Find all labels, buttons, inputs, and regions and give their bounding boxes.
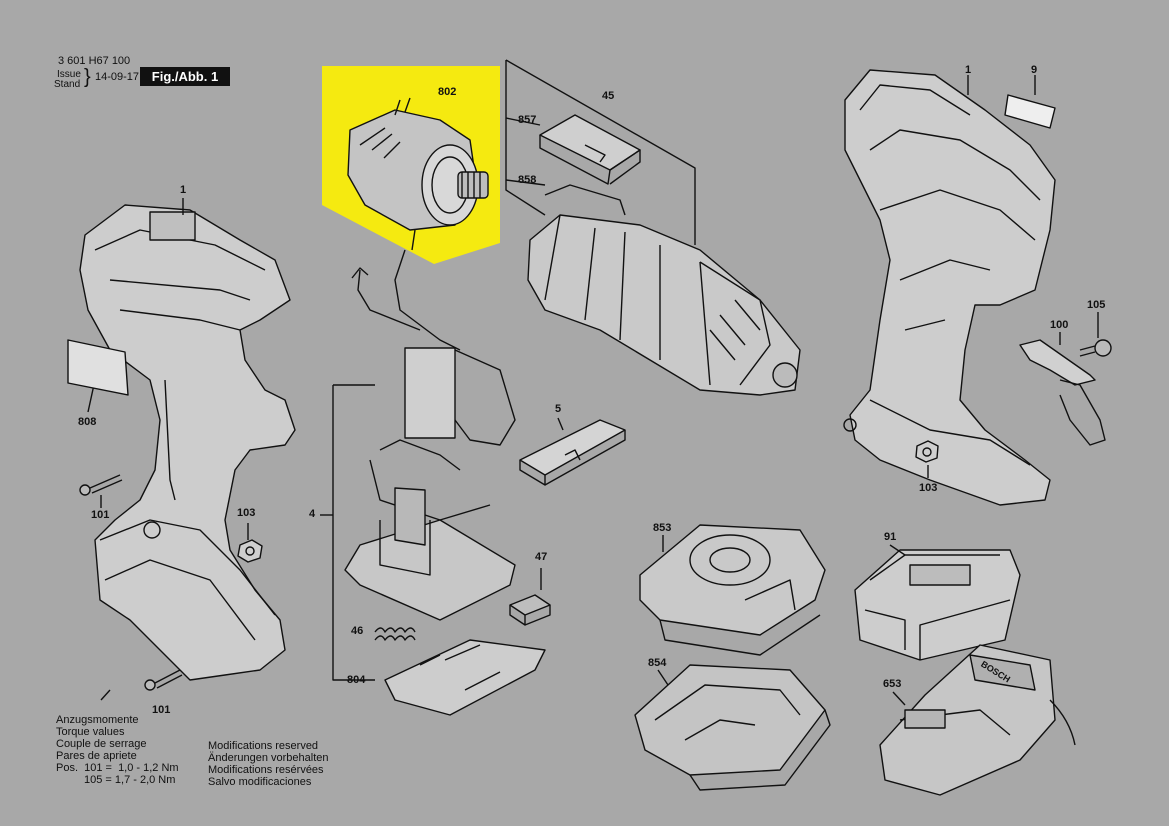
torque-note-line2: Torque values — [56, 726, 125, 738]
base-plate-804[interactable] — [384, 639, 546, 716]
battery-adapter-854[interactable] — [634, 664, 831, 791]
label-9[interactable] — [1004, 94, 1056, 129]
housing-right-1[interactable] — [843, 69, 1056, 506]
part-label-101-upper: 101 — [91, 509, 110, 521]
torque-note-line4: Pares de apriete — [56, 750, 137, 762]
modification-note-line4: Salvo modificaciones — [208, 776, 312, 788]
modification-note-line1: Modifications reserved — [208, 740, 319, 752]
torque-note-line6: 105 = 1,7 - 2,0 Nm — [84, 774, 176, 786]
issue-label: Issue — [57, 69, 81, 80]
label-plate-808[interactable] — [67, 339, 129, 396]
part-label-105: 105 — [1087, 299, 1106, 311]
screw-101-upper[interactable] — [79, 474, 123, 496]
part-label-4: 4 — [309, 508, 316, 520]
torque-note-line1: Anzugsmomente — [56, 714, 139, 726]
part-label-103-left: 103 — [237, 507, 256, 519]
belt-clip-100[interactable] — [1019, 339, 1106, 446]
nut-103-left[interactable] — [237, 539, 263, 563]
housing-left-1[interactable] — [79, 204, 296, 681]
slide-part-5[interactable] — [519, 419, 626, 486]
part-label-1-left: 1 — [180, 184, 187, 196]
part-label-653: 653 — [883, 678, 902, 690]
part-label-100: 100 — [1050, 319, 1069, 331]
part-label-5: 5 — [555, 403, 562, 415]
part-label-9: 9 — [1031, 64, 1038, 76]
gearbox-chuck-45[interactable] — [527, 184, 801, 396]
torque-note-line5: Pos. 101 = 1,0 - 1,2 Nm — [56, 762, 179, 774]
part-label-1-right: 1 — [965, 64, 972, 76]
battery-adapter-853[interactable] — [639, 524, 826, 656]
screw-101-lower[interactable] — [144, 669, 183, 691]
part-label-808: 808 — [78, 416, 97, 428]
part-label-804: 804 — [347, 674, 366, 686]
torque-note-line3: Couple de serrage — [56, 738, 147, 750]
spring-46[interactable] — [374, 627, 416, 641]
part-label-47: 47 — [535, 551, 548, 563]
part-label-103-right: 103 — [919, 482, 938, 494]
stand-label: Stand — [54, 79, 81, 90]
screw-105[interactable] — [1079, 339, 1112, 357]
slide-switch-857[interactable] — [539, 114, 641, 185]
part-label-853: 853 — [653, 522, 672, 534]
part-label-857: 857 — [518, 114, 537, 126]
part-label-101-lower: 101 — [152, 704, 171, 716]
issue-date: 14-09-17 — [95, 71, 140, 83]
part-label-46: 46 — [351, 625, 364, 637]
document-number: 3 601 H67 100 — [58, 55, 131, 67]
nut-103-right[interactable] — [915, 440, 939, 463]
modification-note-line2: Änderungen vorbehalten — [208, 752, 329, 764]
part-label-91: 91 — [884, 531, 897, 543]
date-brace: } — [84, 66, 91, 88]
pad-47[interactable] — [509, 594, 551, 626]
charger-653[interactable] — [879, 644, 1076, 796]
part-label-802: 802 — [438, 86, 457, 98]
motor-802[interactable] — [347, 97, 489, 251]
switch-assembly-4[interactable] — [344, 249, 516, 621]
battery-91[interactable] — [854, 549, 1021, 661]
part-label-858: 858 — [518, 174, 537, 186]
part-label-854: 854 — [648, 657, 667, 669]
figure-label: Fig./Abb. 1 — [140, 67, 230, 86]
modification-note-line3: Modifications resérvées — [208, 764, 324, 776]
part-label-45: 45 — [602, 90, 615, 102]
